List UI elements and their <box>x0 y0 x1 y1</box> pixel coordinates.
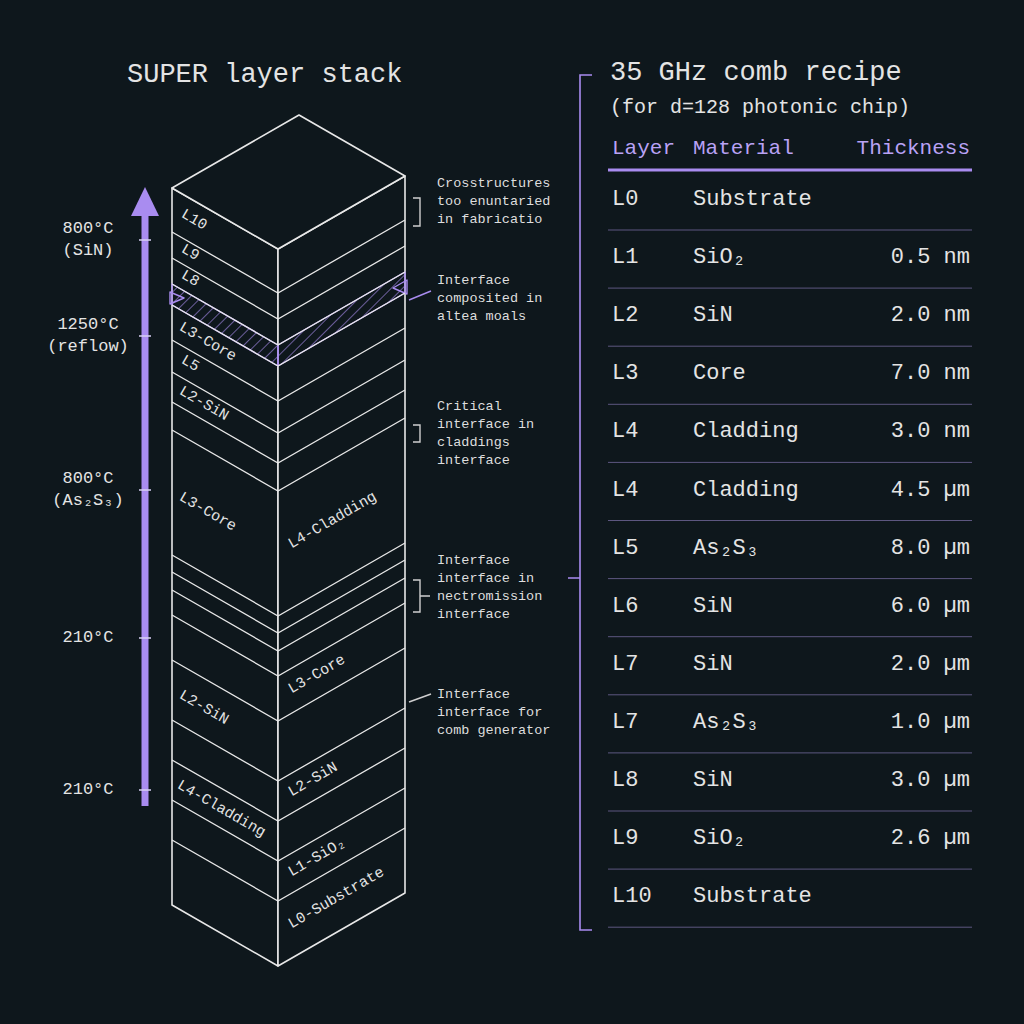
row-rule <box>608 288 972 289</box>
table-cell: SiO₂ <box>693 824 746 854</box>
table-cell: SiN <box>693 301 733 331</box>
table-cell: 7.0 nm <box>891 359 970 389</box>
row-rule <box>608 811 972 812</box>
layer-boundary <box>172 560 405 633</box>
callout-note: Interface interface in nectromission int… <box>437 552 565 624</box>
table-cell: L8 <box>612 766 638 796</box>
table-cell: Substrate <box>693 185 812 215</box>
row-rule <box>608 927 972 928</box>
row-rule <box>608 520 972 521</box>
table-cell: 1.0 µm <box>891 708 970 738</box>
table-cell: 3.0 nm <box>891 417 970 447</box>
table-cell: L9 <box>612 824 638 854</box>
arrow-head <box>131 187 159 216</box>
row-rule <box>608 230 972 231</box>
table-cell: L4 <box>612 417 638 447</box>
interface-marker <box>393 280 407 294</box>
temperature-label: 800°C (SiN) <box>40 218 136 262</box>
callout-note: Critical interface in claddings interfac… <box>437 398 565 470</box>
temperature-axis <box>131 187 159 806</box>
row-rule <box>608 346 972 347</box>
table-cell: Cladding <box>693 417 799 447</box>
layer-boundary <box>172 418 405 491</box>
layer-boundary <box>172 246 405 319</box>
callout-note: Crosstructures too enuntaried in fabrica… <box>437 175 565 229</box>
row-rule <box>608 694 972 695</box>
temperature-label: 210°C <box>40 627 136 649</box>
row-rule <box>608 404 972 405</box>
table-cell: L2 <box>612 301 638 331</box>
recipe-table <box>568 75 972 930</box>
axis-tick <box>139 489 151 491</box>
hatched-interface <box>278 272 405 366</box>
table-cell: SiN <box>693 592 733 622</box>
row-rule <box>608 636 972 637</box>
callout-note: Interface interface for comb generator <box>437 686 565 740</box>
table-cell: L1 <box>612 243 638 273</box>
temperature-label: 1250°C (reflow) <box>40 314 136 358</box>
table-cell: L0 <box>612 185 638 215</box>
table-cell: SiN <box>693 766 733 796</box>
table-bracket <box>568 75 592 930</box>
callout-bracket <box>413 580 430 612</box>
table-cell: 4.5 µm <box>891 476 970 506</box>
table-cell: L7 <box>612 708 638 738</box>
callout-bracket <box>413 425 420 442</box>
table-cell: Substrate <box>693 882 812 912</box>
header-rule <box>608 169 972 172</box>
table-cell: 2.0 nm <box>891 301 970 331</box>
table-cell: SiN <box>693 650 733 680</box>
layer-boundary <box>172 293 405 366</box>
leader-line <box>409 291 431 300</box>
temperature-label: 210°C <box>40 779 136 801</box>
axis-tick <box>139 789 151 791</box>
axis-tick <box>139 335 151 337</box>
table-cell: As₂S₃ <box>693 534 759 564</box>
table-subtitle: (for d=128 photonic chip) <box>610 96 910 119</box>
interface-marker <box>170 292 184 304</box>
callout-bracket <box>413 198 420 226</box>
table-cell: Cladding <box>693 476 799 506</box>
table-cell: 2.6 µm <box>891 824 970 854</box>
diagram-title: SUPER layer stack <box>127 60 402 90</box>
column-header: Material <box>693 137 794 160</box>
table-cell: 3.0 µm <box>891 766 970 796</box>
table-cell: SiO₂ <box>693 243 746 273</box>
table-cell: L7 <box>612 650 638 680</box>
table-cell: 6.0 µm <box>891 592 970 622</box>
axis-arrow <box>142 210 149 806</box>
table-cell: 2.0 µm <box>891 650 970 680</box>
row-rule <box>608 869 972 870</box>
leader-line <box>409 694 431 702</box>
table-cell: L4 <box>612 476 638 506</box>
layer-stack <box>170 115 407 966</box>
row-rule <box>608 752 972 753</box>
top-face <box>172 115 405 249</box>
row-rule <box>608 578 972 579</box>
table-cell: 0.5 nm <box>891 243 970 273</box>
table-cell: L3 <box>612 359 638 389</box>
table-cell: L10 <box>612 882 652 912</box>
axis-tick <box>139 637 151 639</box>
axis-tick <box>139 239 151 241</box>
table-cell: L5 <box>612 534 638 564</box>
table-cell: Core <box>693 359 746 389</box>
table-cell: L6 <box>612 592 638 622</box>
callout-leaders <box>409 198 431 702</box>
row-rule <box>608 462 972 463</box>
table-cell: As₂S₃ <box>693 708 759 738</box>
layer-boundary <box>172 603 405 676</box>
layer-boundary <box>172 220 405 293</box>
table-cell: 8.0 µm <box>891 534 970 564</box>
callout-note: Interface composited in altea moals <box>437 272 565 326</box>
column-header: Thickness <box>857 137 970 160</box>
temperature-label: 800°C (As₂S₃) <box>40 468 136 512</box>
layer-boundary <box>172 578 405 651</box>
table-title: 35 GHz comb recipe <box>610 58 902 88</box>
column-header: Layer <box>612 137 675 160</box>
